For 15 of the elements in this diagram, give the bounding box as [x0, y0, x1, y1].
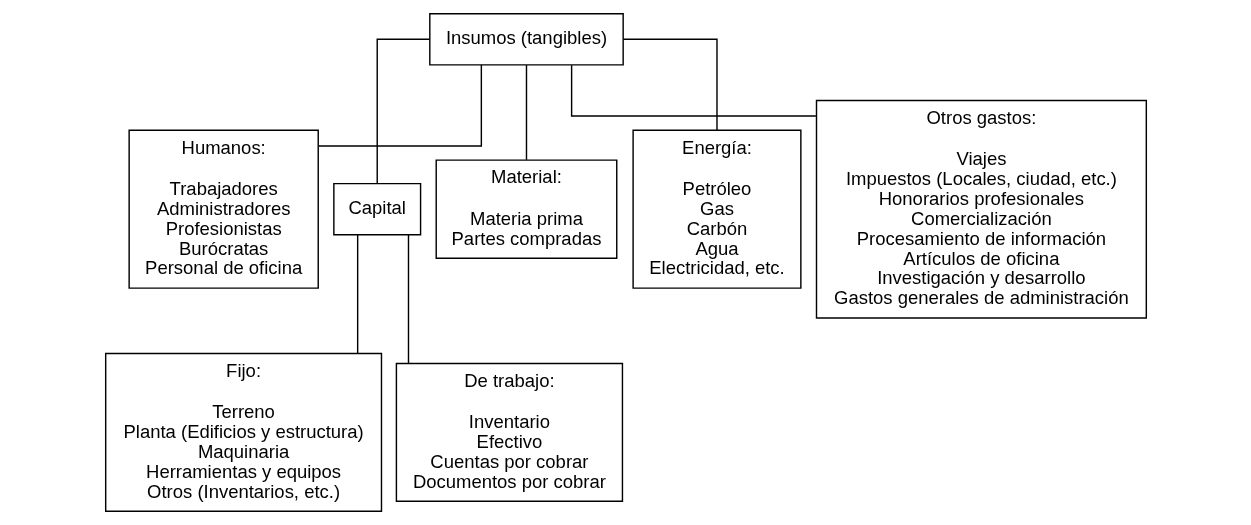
node-box: Material: Materia prima Partes compradas	[435, 159, 617, 259]
connector	[525, 64, 527, 161]
connector	[407, 234, 409, 365]
connector	[570, 64, 817, 117]
node-box: Energía: Petróleo Gas Carbón Agua Electricidad, etc.	[631, 129, 802, 289]
node-box: Humanos: Trabajadores Administradores Profesionistas Burócratas Personal de oficina	[127, 129, 319, 289]
connector	[622, 38, 718, 131]
connector	[356, 234, 358, 354]
connector	[376, 38, 430, 185]
connector	[317, 64, 482, 147]
node-box: Insumos (tangibles)	[428, 13, 624, 66]
node-box: Capital	[332, 182, 421, 236]
node-box: Fijo: Terreno Planta (Edificios y estructura) Maquinaria Herramientas y equipos Otros (Inventarios, etc.)	[104, 352, 382, 512]
node-box: De trabajo: Inventario Efectivo Cuentas por cobrar Documentos por cobrar	[395, 362, 623, 503]
node-box: Otros gastos: Viajes Impuestos (Locales, ciudad, etc.) Honorarios profesionales Comercialización Procesamiento de información Artículos de oficina Investigación y desarrollo Gastos generales de administración	[815, 99, 1147, 319]
